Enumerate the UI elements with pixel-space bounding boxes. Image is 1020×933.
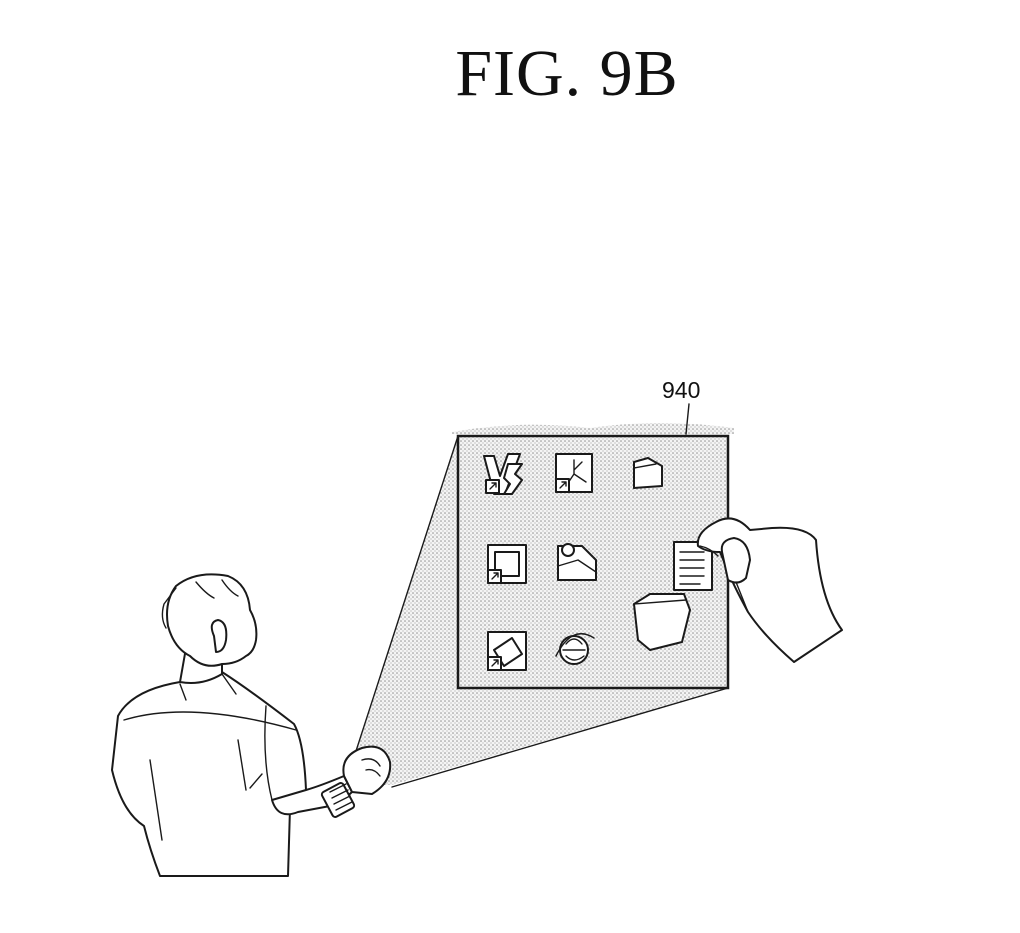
smartwatch — [320, 782, 356, 818]
figure-title: FIG. 9B — [455, 37, 679, 110]
folder-icon[interactable] — [633, 457, 663, 489]
projection-beam — [345, 436, 728, 785]
leader-line — [685, 403, 690, 435]
picture-app-shortcut-icon[interactable] — [487, 631, 527, 671]
network-folder-icon[interactable] — [557, 543, 597, 581]
acrobat-shortcut-icon[interactable] — [555, 453, 593, 493]
visual-studio-shortcut-icon[interactable] — [483, 453, 523, 495]
person — [111, 573, 392, 877]
internet-explorer-icon[interactable] — [555, 633, 595, 665]
square-app-shortcut-icon[interactable] — [487, 544, 527, 584]
touching-hand — [696, 517, 843, 663]
recycle-bin-icon[interactable] — [633, 593, 691, 651]
reference-numeral-940: 940 — [662, 377, 701, 403]
